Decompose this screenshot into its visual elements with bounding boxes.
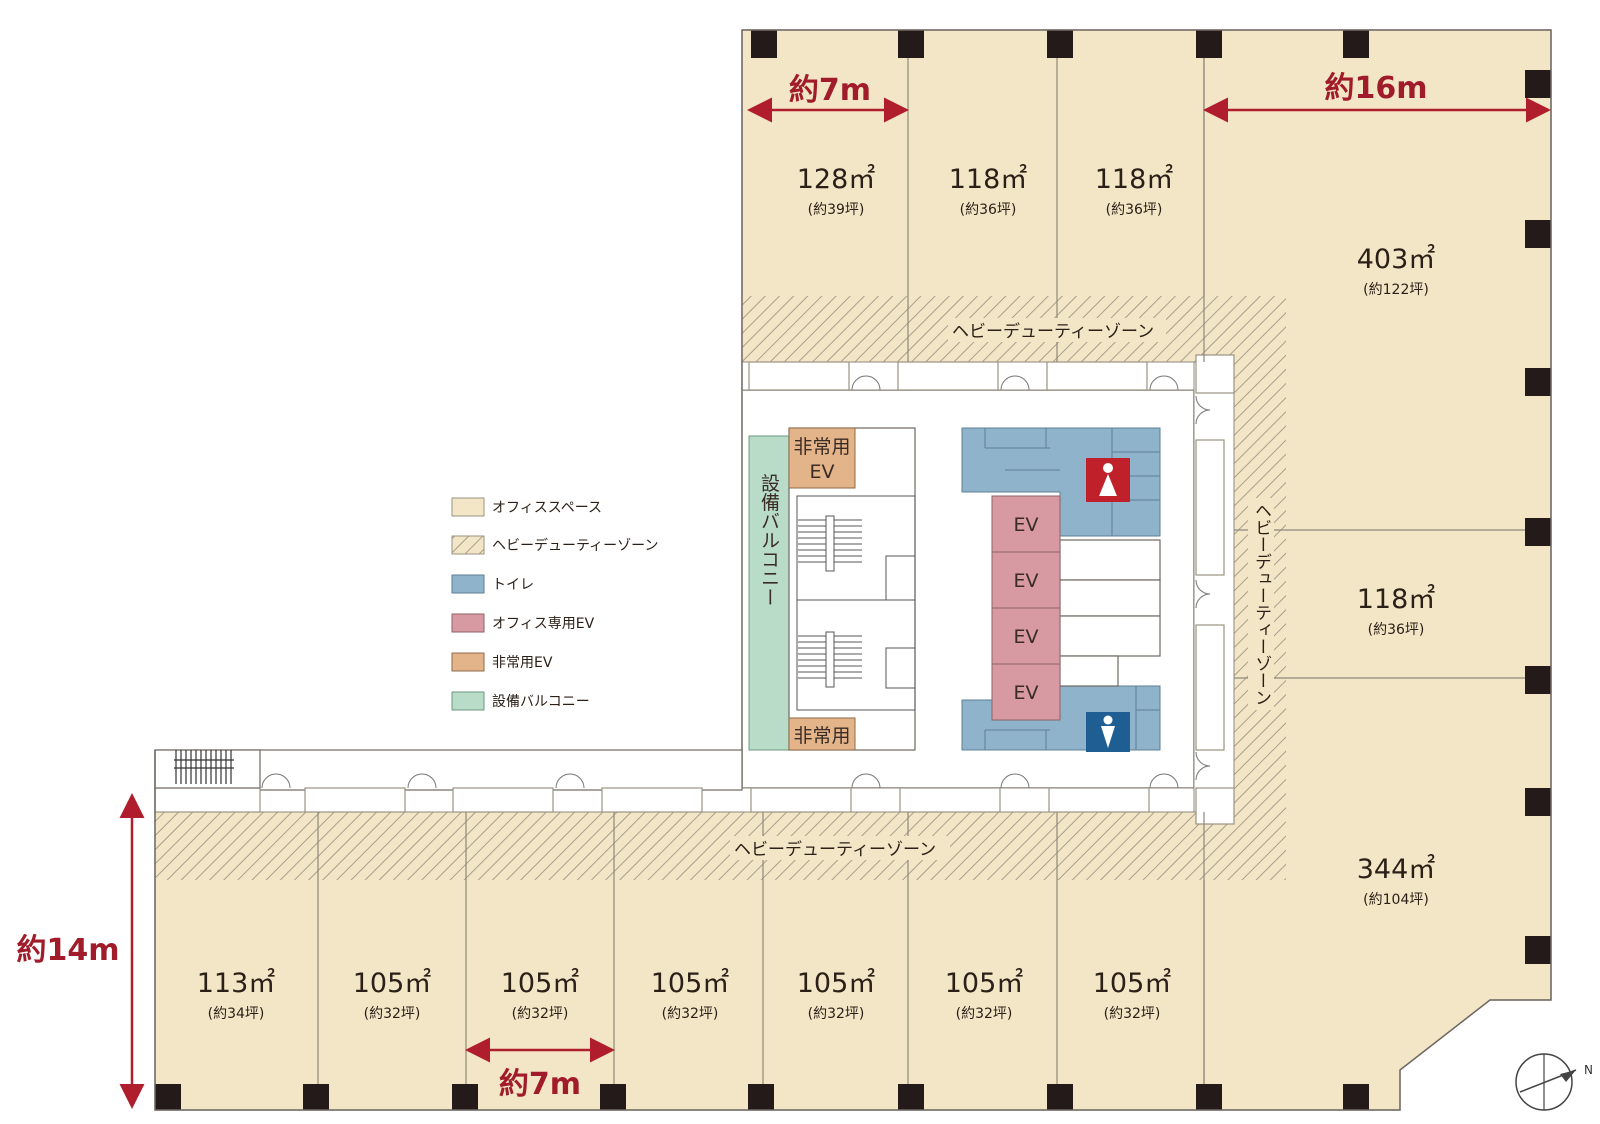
- unit-area: 105㎡: [501, 968, 580, 999]
- office-ev-4: [991, 663, 1061, 721]
- unit-area: 105㎡: [353, 968, 432, 999]
- emergency-ev-bottom: [788, 717, 856, 751]
- shaft-box: [897, 361, 999, 391]
- dimension-bottom-label: 約7m: [499, 1067, 581, 1102]
- emergency-ev-top-label-1: 非常用: [793, 436, 850, 458]
- unit-area: 403㎡: [1357, 244, 1436, 275]
- compass-icon: [1515, 1053, 1577, 1111]
- office-ev-1-label: EV: [1013, 514, 1038, 536]
- legend-label-office: オフィススペース: [492, 500, 602, 516]
- unit-area: 128㎡: [797, 164, 876, 195]
- shaft-box: [1048, 787, 1150, 813]
- office-ev-4-label: EV: [1013, 682, 1038, 704]
- unit-area: 118㎡: [1095, 164, 1174, 195]
- dimension-top-left-label: 約7m: [789, 73, 871, 108]
- heavy-duty-zone-right-label: ヘビーデューティーゾーン: [1251, 502, 1271, 706]
- unit-tsubo: (約32坪): [512, 1006, 569, 1022]
- unit-area: 344㎡: [1357, 854, 1436, 885]
- zone-label-bg: [948, 318, 1166, 342]
- structural-columns: [155, 30, 1551, 1110]
- unit-tsubo: (約32坪): [364, 1006, 421, 1022]
- heavy-duty-zone-bottom: [155, 812, 1286, 880]
- shaft-box: [899, 787, 1001, 813]
- terrace-area: [154, 749, 261, 789]
- unit-area: 105㎡: [945, 968, 1024, 999]
- shaft-box: [1046, 361, 1148, 391]
- legend-swatch-office-ev: [451, 613, 485, 633]
- unit-tsubo: (約39坪): [808, 202, 865, 218]
- outer-wall: [154, 29, 1552, 1111]
- shaft-box: [1195, 439, 1225, 576]
- emergency-ev-top: [788, 427, 856, 489]
- unit-tsubo: (約32坪): [1104, 1006, 1161, 1022]
- unit-tsubo: (約36坪): [1106, 202, 1163, 218]
- unit-tsubo: (約104坪): [1363, 892, 1429, 908]
- legend-swatch-office: [451, 497, 485, 517]
- legend-swatch-emergency-ev: [451, 652, 485, 672]
- doors: [261, 375, 1211, 789]
- office-ev-2: [991, 551, 1061, 609]
- legend-swatch-toilet: [451, 574, 485, 594]
- shaft-box: [1195, 787, 1235, 825]
- emergency-ev-bottom-label: 非常用: [793, 725, 850, 747]
- shaft-box: [748, 361, 850, 391]
- unit-tsubo: (約32坪): [662, 1006, 719, 1022]
- zone-label-bg: [730, 836, 950, 860]
- unit-tsubo: (約36坪): [960, 202, 1017, 218]
- legend-label-office-ev: オフィス専用EV: [492, 616, 595, 632]
- unit-tsubo: (約32坪): [956, 1006, 1013, 1022]
- legend-label-emergency-ev: 非常用EV: [492, 655, 553, 671]
- unit-dividers: [317, 30, 1551, 1110]
- stairs: [796, 495, 916, 711]
- toilet-upper-fixtures: [984, 428, 1160, 536]
- unit-tsubo: (約34坪): [208, 1006, 265, 1022]
- shaft-box: [601, 787, 703, 813]
- toilet-lower-fixtures: [984, 686, 1160, 750]
- unit-area: 118㎡: [949, 164, 1028, 195]
- legend-swatch-balcony: [451, 691, 485, 711]
- unit-area: 105㎡: [651, 968, 730, 999]
- shaft-box: [1195, 354, 1235, 394]
- zone-label-bg: [1248, 498, 1274, 710]
- heavy-duty-zone-top-label: ヘビーデューティーゾーン: [952, 321, 1154, 342]
- unit-tsubo: (約122坪): [1363, 282, 1429, 298]
- emergency-ev-top-label-2: EV: [809, 461, 834, 483]
- unit-area: 105㎡: [1093, 968, 1172, 999]
- legend-swatch-heavy-duty: [451, 535, 485, 555]
- legend-label-balcony: 設備バルコニー: [492, 694, 590, 710]
- office-ev-2-label: EV: [1013, 570, 1038, 592]
- male-icon: [1101, 715, 1115, 748]
- heavy-duty-zone-bottom-label: ヘビーデューティーゾーン: [734, 839, 936, 860]
- unit-area: 118㎡: [1357, 584, 1436, 615]
- unit-area: 105㎡: [797, 968, 876, 999]
- shaft-box: [1195, 624, 1225, 751]
- equipment-balcony-label: 設備バルコニー: [758, 473, 780, 606]
- legend-label-heavy-duty: ヘビーデューティーゾーン: [492, 537, 658, 554]
- dimension-top-right-label: 約16m: [1324, 71, 1427, 106]
- railing: [174, 750, 234, 784]
- shaft-box: [154, 787, 261, 813]
- unit-tsubo: (約32坪): [808, 1006, 865, 1022]
- shaft-box: [304, 787, 406, 813]
- shaft-box: [452, 787, 554, 813]
- female-icon: [1099, 463, 1117, 496]
- unit-tsubo: (約36坪): [1368, 622, 1425, 638]
- unit-area: 113㎡: [197, 968, 276, 999]
- dimension-left-label: 約14m: [16, 933, 119, 968]
- legend: オフィススペース ヘビーデューティーゾーン トイレ オフィス専用EV 非常用EV…: [451, 497, 658, 711]
- core-service-rooms: [1059, 539, 1161, 687]
- shaft-box: [750, 787, 852, 813]
- legend-label-toilet: トイレ: [492, 577, 534, 593]
- office-ev-1: [991, 495, 1061, 553]
- compass-north-label: N: [1584, 1063, 1593, 1077]
- office-ev-3-label: EV: [1013, 626, 1038, 648]
